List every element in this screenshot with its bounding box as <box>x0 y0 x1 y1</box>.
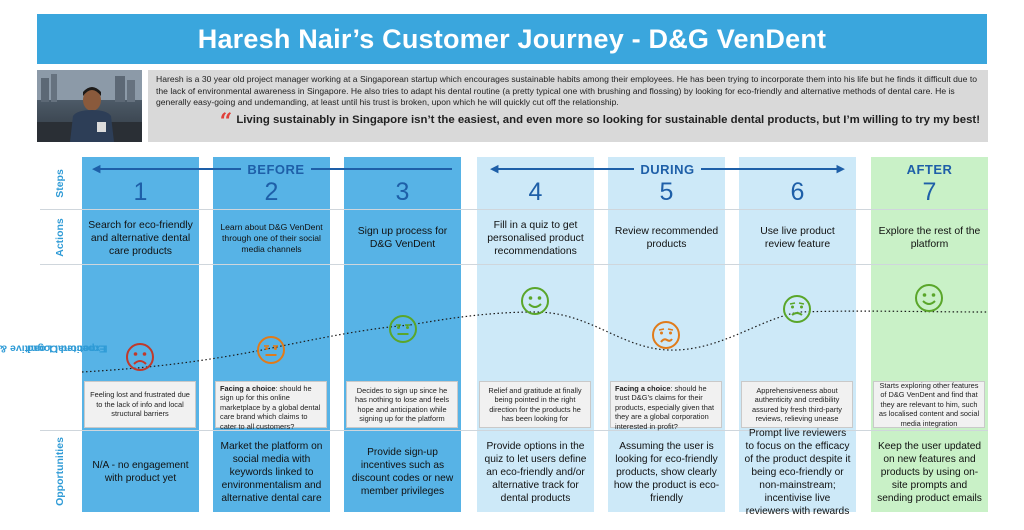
neutral-face-icon <box>389 315 417 343</box>
arrow-right-icon: ▶ <box>836 163 845 175</box>
emotion-description-text: Feeling lost and frustrated due to the l… <box>90 390 190 419</box>
step-action: Learn about D&G VenDent through one of t… <box>220 221 323 254</box>
phase-after: AFTER <box>871 161 988 177</box>
emotion-description-text: Facing a choice: should he trust D&G’s c… <box>615 384 717 431</box>
quote-icon: “ <box>219 108 233 135</box>
step-opportunity: Market the platform on social media with… <box>220 440 323 504</box>
phase-before-label: BEFORE <box>247 161 305 177</box>
emotion-description-text: Facing a choice: should he sign up for t… <box>220 384 322 431</box>
emotion-description: Apprehensiveness about authenticity and … <box>741 381 853 428</box>
row-label-load-line2: Emotional Load <box>27 342 106 354</box>
row-label-load-text: Expected Cognitive & Emotional Load <box>0 294 107 402</box>
row-label-steps-text: Steps <box>53 168 66 198</box>
emotion-description: Decides to sign up since he has nothing … <box>346 381 458 428</box>
phase-line <box>310 168 452 170</box>
title-banner: Haresh Nair’s Customer Journey - D&G Ven… <box>37 14 987 64</box>
row-label-opportunities: Opportunities <box>40 431 80 512</box>
row-label-actions-text: Actions <box>53 217 66 257</box>
step-opportunity: Provide options in the quiz to let users… <box>484 440 587 504</box>
emotion-description: Facing a choice: should he trust D&G’s c… <box>610 381 722 431</box>
step-action: Search for eco-friendly and alternative … <box>88 219 193 257</box>
uneasy-face-icon <box>783 295 811 323</box>
page-title: Haresh Nair’s Customer Journey - D&G Ven… <box>197 23 827 54</box>
emotion-description: Facing a choice: should he sign up for t… <box>215 381 327 431</box>
step-opportunity: Assuming the user is looking for eco-fri… <box>613 440 720 504</box>
emotion-choice-label: Facing a choice <box>615 384 671 393</box>
row-divider <box>40 430 988 431</box>
row-label-opportunities-text: Opportunities <box>53 437 66 506</box>
worried-face-icon <box>652 321 680 349</box>
step-action: Explore the rest of the platform <box>878 226 981 250</box>
step-opportunity: Prompt live reviewers to focus on the ef… <box>744 427 851 517</box>
emotion-description-text: Decides to sign up since he has nothing … <box>354 385 450 423</box>
step-action: Review recommended products <box>614 226 719 250</box>
phase-during: ◀ DURING ▶ <box>490 161 845 177</box>
emotion-description: Feeling lost and frustrated due to the l… <box>84 381 196 428</box>
persona-photo-illustration <box>37 70 142 142</box>
step-opportunity: Keep the user updated on new features an… <box>877 440 982 504</box>
step-opportunity: Provide sign-up incentives such as disco… <box>351 447 454 497</box>
emotion-description-text: Relief and gratitude at finally being po… <box>488 385 582 423</box>
persona-photo <box>37 70 142 142</box>
emotion-description-text: Starts exploring other features of D&G V… <box>878 380 980 428</box>
step-action: Use live product review feature <box>760 226 835 250</box>
step-number: 4 <box>528 178 543 206</box>
emotion-description: Starts exploring other features of D&G V… <box>873 381 985 428</box>
step-number: 7 <box>922 178 937 206</box>
emotion-description: Relief and gratitude at finally being po… <box>479 381 591 428</box>
phase-during-label: DURING <box>640 161 695 177</box>
phase-after-label: AFTER <box>906 161 953 177</box>
row-label-steps: Steps <box>40 157 80 209</box>
persona-bio: Haresh is a 30 year old project manager … <box>156 74 978 107</box>
emotion-choice-text: : should he trust D&G’s claims for their… <box>615 384 715 431</box>
row-divider <box>40 209 988 210</box>
emotion-choice-text: : should he sign up for this online mark… <box>220 384 321 431</box>
persona-quote: “ Living sustainably in Singapore isn’t … <box>156 108 980 135</box>
emotion-choice-label: Facing a choice <box>220 384 276 393</box>
phase-line <box>498 168 635 170</box>
step-number: 5 <box>659 178 674 206</box>
neutral-face-icon <box>257 336 285 364</box>
phase-before: ◀ BEFORE ▶ <box>92 161 460 177</box>
step-action: Sign up process for D&G VenDent <box>357 226 448 250</box>
arrow-left-icon: ◀ <box>490 163 499 175</box>
happy-face-icon <box>521 287 549 315</box>
happy-face-icon <box>915 284 943 312</box>
arrow-left-icon: ◀ <box>92 163 101 175</box>
step-number: 3 <box>395 178 410 206</box>
sad-face-icon <box>126 343 154 371</box>
step-number: 6 <box>790 178 805 206</box>
persona-bio-box: Haresh is a 30 year old project manager … <box>148 70 988 142</box>
step-number: 2 <box>264 178 279 206</box>
step-action: Fill in a quiz to get personalised produ… <box>487 219 584 257</box>
persona-quote-text: Living sustainably in Singapore isn’t th… <box>236 113 980 126</box>
emotion-description-text: Apprehensiveness about authenticity and … <box>752 385 842 423</box>
row-label-actions: Actions <box>40 210 80 264</box>
row-divider <box>40 264 988 265</box>
step-opportunity: N/A - no engagement with product yet <box>92 460 189 484</box>
row-label-load: Expected Cognitive & Emotional Load <box>0 265 107 430</box>
step-number: 1 <box>133 178 148 206</box>
phase-line <box>100 168 242 170</box>
phase-line <box>700 168 837 170</box>
